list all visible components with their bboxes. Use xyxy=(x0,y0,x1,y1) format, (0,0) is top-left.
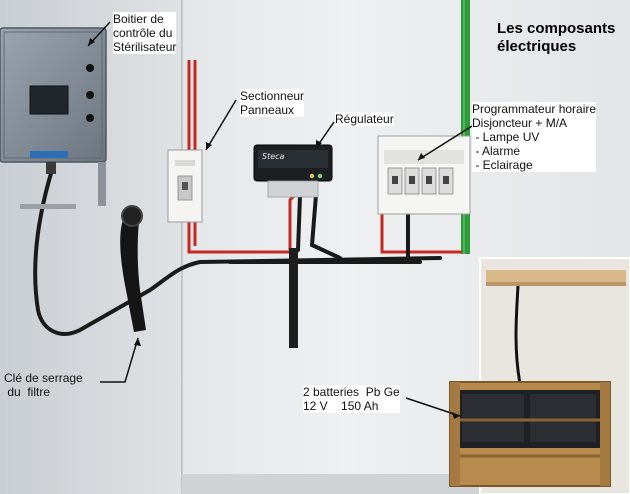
floor-strip xyxy=(182,474,482,494)
label-cle-serrage: Clé de serrage du filtre xyxy=(4,371,83,399)
page-title: Les composants électriques xyxy=(497,20,616,55)
black-cables xyxy=(33,168,442,336)
regulator-unit xyxy=(253,144,333,198)
sectionneur-box xyxy=(167,149,203,223)
label-regulateur: Régulateur xyxy=(335,112,394,126)
regulator-brand-logo: Steca xyxy=(262,152,285,161)
label-sectionneur: Sectionneur Panneaux xyxy=(240,89,305,117)
programmateur-box xyxy=(377,135,471,215)
green-pipe-highlight xyxy=(463,0,465,254)
green-pipe xyxy=(461,0,470,254)
battery-inset xyxy=(449,257,630,494)
label-programmateur: Programmateur horaire Disjoncteur + M/A … xyxy=(472,102,597,172)
callout-arrowheads xyxy=(88,38,460,419)
label-boitier-controle: Boitier de contrôle du Stérilisateur xyxy=(113,12,177,54)
filter-wrench xyxy=(20,204,146,332)
vertical-conduit xyxy=(289,248,298,348)
sterilizer-control-box xyxy=(0,27,107,206)
label-batteries: 2 batteries Pb Ge 12 V 150 Ah xyxy=(303,385,400,413)
